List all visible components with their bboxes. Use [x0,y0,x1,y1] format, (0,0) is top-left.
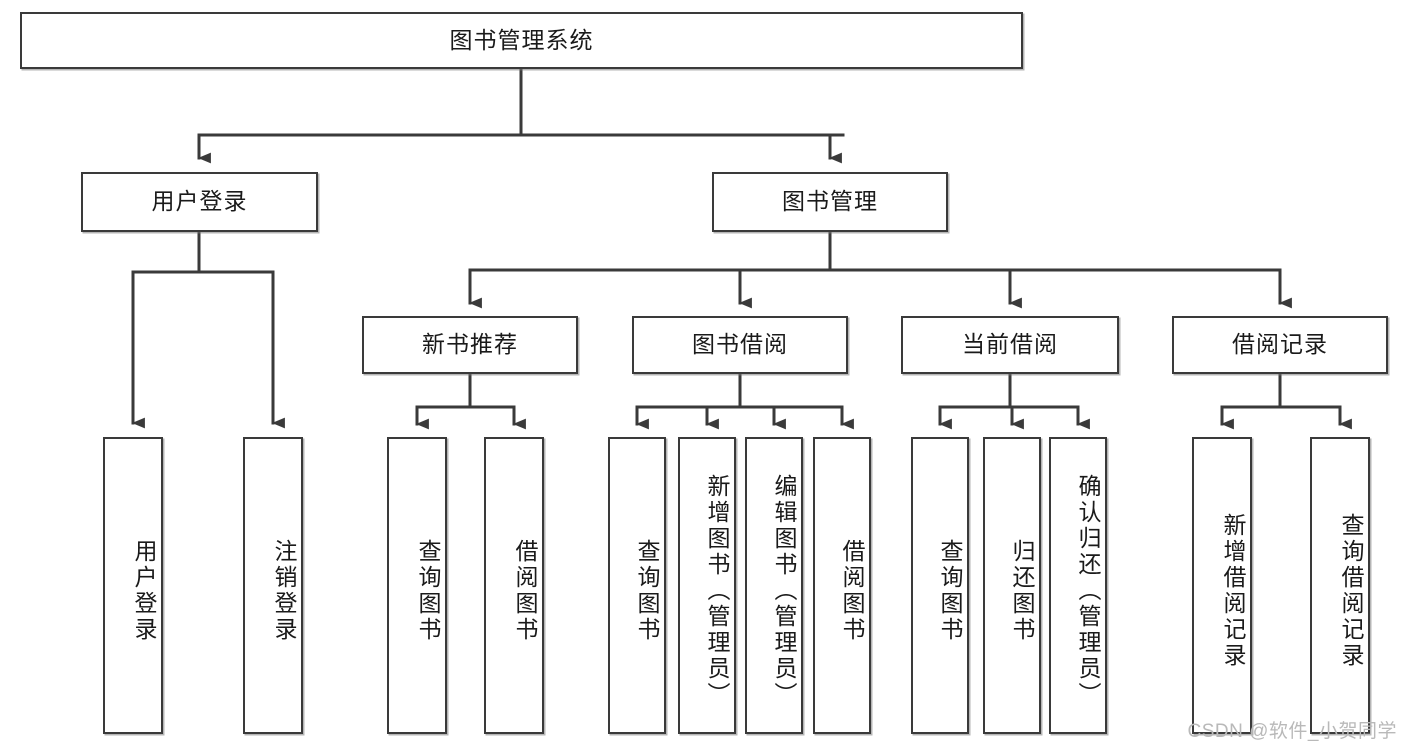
node-label: 借阅图书 [512,538,538,643]
node-label: 当前借阅 [962,331,1058,358]
node-leaf-query-borrow-record[interactable]: 查询借阅记录 [1310,437,1370,734]
node-book-borrowing[interactable]: 图书借阅 [632,316,848,374]
node-leaf-query-books-current[interactable]: 查询图书 [911,437,969,734]
node-label: 查询图书 [937,538,963,643]
node-borrowing-records[interactable]: 借阅记录 [1172,316,1388,374]
csdn-watermark: CSDN @软件_小贺同学 [1187,721,1397,742]
node-leaf-logout[interactable]: 注销登录 [243,437,303,734]
node-label: 借阅记录 [1232,331,1328,358]
node-label: 查询图书 [634,538,660,643]
node-label: 注销登录 [271,538,297,643]
node-leaf-borrow-books-recommend[interactable]: 借阅图书 [484,437,544,734]
node-book-management[interactable]: 图书管理 [712,172,948,232]
node-leaf-query-books[interactable]: 查询图书 [608,437,666,734]
node-label: 用户登录 [131,538,157,643]
node-leaf-borrow-books[interactable]: 借阅图书 [813,437,871,734]
node-label: 编辑图书（管理员） [771,473,797,708]
node-leaf-query-books-recommend[interactable]: 查询图书 [387,437,447,734]
node-label: 新增借阅记录 [1220,512,1246,669]
node-label: 查询图书 [415,538,441,643]
node-current-borrowing[interactable]: 当前借阅 [901,316,1119,374]
node-label: 确认归还（管理员） [1075,473,1101,708]
node-label: 新书推荐 [422,331,518,358]
node-label: 图书借阅 [692,331,788,358]
node-new-book-recommendation[interactable]: 新书推荐 [362,316,578,374]
node-leaf-confirm-return-admin[interactable]: 确认归还（管理员） [1049,437,1107,734]
node-label: 借阅图书 [839,538,865,643]
node-root-book-management-system[interactable]: 图书管理系统 [20,12,1023,69]
node-label: 新增图书（管理员） [704,473,730,708]
node-label: 用户登录 [151,188,248,215]
node-leaf-user-login[interactable]: 用户登录 [103,437,163,734]
node-label: 查询借阅记录 [1338,512,1364,669]
node-user-login[interactable]: 用户登录 [81,172,318,232]
node-leaf-edit-book-admin[interactable]: 编辑图书（管理员） [745,437,803,734]
node-leaf-return-books[interactable]: 归还图书 [983,437,1041,734]
node-label: 图书管理 [782,188,878,215]
node-leaf-add-book-admin[interactable]: 新增图书（管理员） [678,437,736,734]
node-label: 图书管理系统 [449,26,594,53]
node-label: 归还图书 [1009,538,1035,643]
node-leaf-add-borrow-record[interactable]: 新增借阅记录 [1192,437,1252,734]
